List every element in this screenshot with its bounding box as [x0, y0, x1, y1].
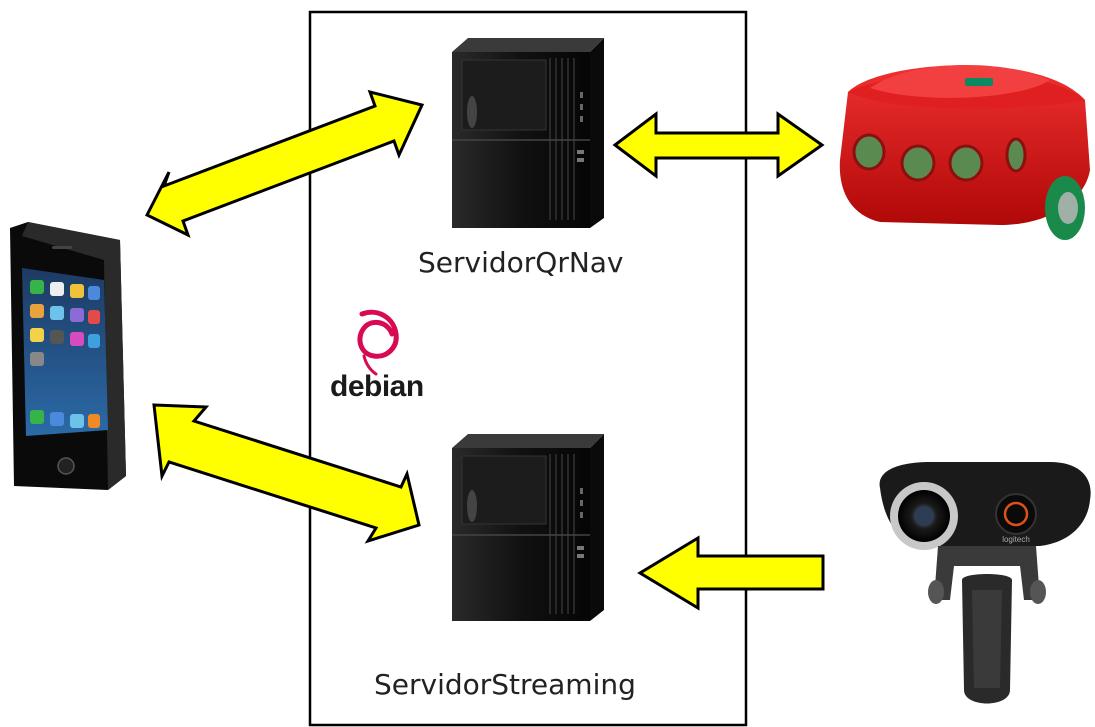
- smartphone-icon: [10, 222, 126, 490]
- tower-server-icon: [452, 38, 604, 228]
- arrow-qrnav-to-robot: [612, 110, 825, 180]
- debian-swirl-icon: [357, 309, 399, 376]
- robot-icon: [839, 65, 1090, 240]
- webcam-icon: logitech: [879, 462, 1091, 704]
- debian-logo-text: debian: [330, 370, 424, 403]
- server-group-frame: [308, 10, 748, 727]
- server-streaming-label: ServidorStreaming: [374, 668, 636, 701]
- server-qrnav-label: ServidorQrNav: [418, 246, 624, 279]
- arrow-phone-to-streaming: [152, 403, 421, 544]
- arrow-webcam-to-streaming: [637, 535, 825, 611]
- arrow-phone-to-qrnav: [144, 89, 425, 238]
- tower-server-icon: [452, 434, 604, 621]
- svg-text:logitech: logitech: [1002, 535, 1030, 544]
